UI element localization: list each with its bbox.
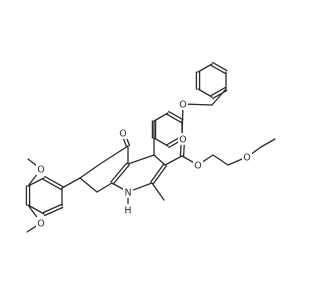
bond-CH2-O1 [187, 103, 213, 106]
atom-label-Oc: O [179, 135, 186, 146]
bond-B3-B4-b [212, 89, 228, 100]
atom-label-layer: O O NH O O O O O [36, 98, 252, 230]
bond-C4-C3 [153, 154, 166, 166]
bond-Cc-Oe [181, 155, 195, 164]
atom-bg-H1 [123, 204, 133, 216]
molecule-structure: O O NH O O O O O [25, 61, 276, 233]
atom-label-N1: N [124, 188, 131, 199]
bond-B3-B4-a [210, 86, 226, 97]
bond-A1-A2-a [44, 175, 64, 188]
bond-B6-B1 [197, 63, 213, 73]
atom-bg-O5 [118, 127, 128, 139]
bond-layer [25, 61, 276, 233]
bond-A3-Om3 [27, 172, 39, 187]
atom-bg-Om4 [36, 217, 46, 229]
bond-B1-B2-a [210, 64, 226, 75]
bond-Oeth-E3 [250, 146, 262, 155]
bond-A4-Om4 [27, 204, 39, 220]
bond-P1-P2-b [168, 110, 184, 121]
bond-E1-E2 [212, 154, 229, 166]
bond-C2-Me2 [151, 182, 165, 201]
bond-B4-B5 [197, 88, 213, 98]
bond-E2-Oeth [227, 158, 244, 166]
bond-C3-C2-b [152, 165, 167, 185]
atom-bg-N1 [123, 186, 133, 198]
bond-C5-C6 [99, 145, 129, 165]
bond-C3-Cc [164, 155, 183, 166]
bond-C8a-C4a-b [110, 162, 128, 183]
atom-bg-Oeth [242, 151, 252, 163]
bond-P1-P2-a [166, 113, 182, 124]
atom-bg-O1 [178, 98, 188, 110]
bond-C8-C8a [96, 182, 113, 193]
bond-C8a-C4a-a [112, 164, 130, 185]
atom-label-H1: H [124, 206, 131, 217]
atom-bg-Oe [193, 159, 203, 171]
bond-C7-A1 [61, 177, 81, 189]
bond-Cc-Oc-b [179, 143, 182, 157]
bond-C2-N1 [132, 182, 153, 191]
bond-B1-B2-b [212, 61, 228, 72]
bond-A2-A3 [27, 177, 45, 187]
bond-C7-C8 [79, 177, 98, 193]
bond-P6-P1 [153, 112, 169, 122]
bond-Om3-Cm3 [27, 158, 38, 167]
atom-label-Om3: O [37, 165, 44, 176]
bond-C3-C2-a [150, 163, 165, 183]
bond-C6-C7 [79, 163, 101, 179]
bond-B3-CH2 [211, 88, 227, 106]
atom-label-Oe: O [194, 161, 201, 172]
bond-C5-O5-b [122, 137, 128, 148]
atom-label-O1: O [179, 100, 186, 111]
bond-Oe-E1 [201, 154, 214, 163]
bond-P4-P5 [153, 137, 169, 147]
atom-label-Oeth: O [243, 153, 250, 164]
atom-label-Om4: O [37, 219, 44, 230]
bond-A5-A6-b [42, 203, 63, 214]
atom-bg-Om3 [36, 163, 46, 175]
bond-Cc-Oc-a [182, 143, 185, 157]
bond-A4-A5 [27, 204, 45, 215]
bond-A5-A6-a [43, 206, 64, 217]
bond-C4-C4a [127, 154, 155, 165]
bond-Om4-Cm4 [26, 225, 38, 233]
bond-E3-E4 [260, 138, 276, 148]
bond-A1-A2-b [42, 178, 62, 191]
atom-label-O5: O [119, 129, 126, 140]
atom-bg-Oc [178, 133, 188, 145]
